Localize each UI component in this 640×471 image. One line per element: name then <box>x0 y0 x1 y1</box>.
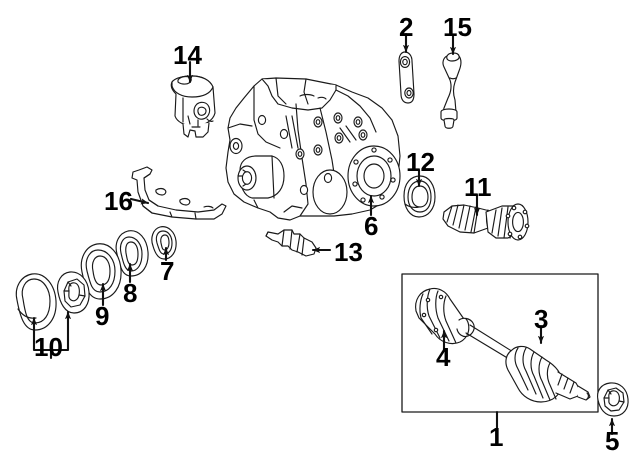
callout-label-7: 7 <box>160 256 175 286</box>
callout-label-1: 1 <box>489 422 504 452</box>
cap-and-nut-art <box>15 271 90 331</box>
callout-label-15: 15 <box>443 12 472 42</box>
callout-10-fork <box>32 338 70 360</box>
differential-housing-art <box>225 77 401 221</box>
actuator-motor-art <box>170 75 216 138</box>
callout-label-4: 4 <box>436 342 451 372</box>
callout-label-2: 2 <box>399 12 414 42</box>
vent-hose-art <box>440 52 462 129</box>
inner-cv-joint-art <box>415 287 475 345</box>
callout-label-12: 12 <box>406 147 435 177</box>
callout-label-6: 6 <box>364 211 379 241</box>
output-shaft-seal-art <box>403 175 436 218</box>
callout-arrows <box>30 32 616 436</box>
callout-label-3: 3 <box>534 304 549 334</box>
callout-label-10: 10 <box>34 332 63 362</box>
callout-label-16: 16 <box>104 186 133 216</box>
link-bracket-art <box>398 51 415 104</box>
axle-nut-art <box>596 382 629 417</box>
axle-assembly-box-art <box>401 273 599 413</box>
breather-vent-sensor-art <box>265 229 317 257</box>
callout-label-5: 5 <box>605 426 620 456</box>
outer-cv-joint-boot-art <box>505 345 591 403</box>
bearing-ring-art <box>115 230 149 277</box>
callout-label-14: 14 <box>173 40 202 70</box>
splash-shield-bracket-art <box>131 166 227 220</box>
callout-label-13: 13 <box>334 237 363 267</box>
callout-label-8: 8 <box>123 278 138 308</box>
seal-small-art <box>151 226 177 260</box>
callout-label-9: 9 <box>95 301 110 331</box>
stub-axle-shaft-art <box>442 203 530 241</box>
callout-label-11: 11 <box>464 172 492 202</box>
seal-large-art <box>80 243 122 300</box>
